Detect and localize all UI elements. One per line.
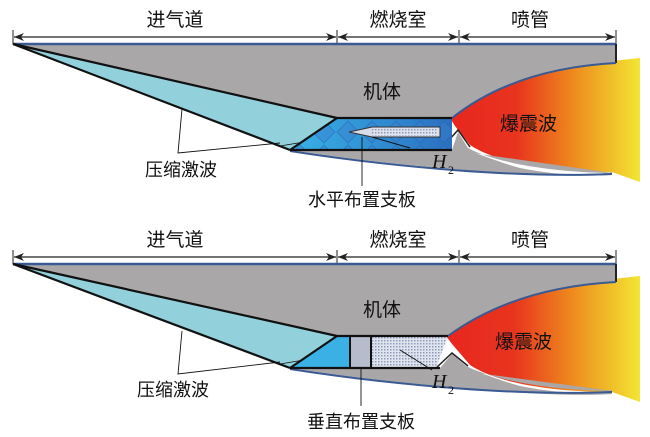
shock-label: 压缩激波 <box>145 160 217 181</box>
nozzle-upper-contour <box>451 62 617 119</box>
cowl-lower-contour <box>289 368 613 394</box>
fuel-injector-ramp <box>440 354 612 391</box>
oblique-shock-line <box>12 262 291 370</box>
diagram-horizontal-strut: 进气道 燃烧室 喷管 机体 爆震波 H 2 <box>12 9 640 211</box>
shock-label: 压缩激波 <box>137 380 209 401</box>
section-label-nozzle: 喷管 <box>511 229 549 251</box>
section-label-combustor: 燃烧室 <box>369 229 426 251</box>
cowl-lip-shock <box>289 117 338 151</box>
section-label-inlet: 进气道 <box>146 229 203 251</box>
nozzle-upper-contour <box>447 281 617 337</box>
dimension-lines <box>12 250 617 264</box>
section-label-combustor: 燃烧室 <box>369 9 426 31</box>
dimension-lines <box>12 30 617 44</box>
shock-leader-line <box>177 108 281 154</box>
strut-label: 垂直布置支板 <box>307 412 415 433</box>
diagram-vertical-strut: 进气道 燃烧室 喷管 机体 爆震波 H 2 压缩激波 垂直布置支板 <box>12 229 640 433</box>
cowl-lower <box>290 149 612 176</box>
strut-label: 水平布置支板 <box>308 190 416 211</box>
shock-leader-line <box>177 330 281 375</box>
airframe-body <box>13 44 616 138</box>
fuel-jet-spray <box>372 128 438 136</box>
fuel-label-h2: H <box>431 371 448 393</box>
compression-shock-region <box>13 264 337 368</box>
combustor-inlet-region <box>290 336 350 368</box>
compression-shock-region <box>13 44 337 150</box>
fuel-label-subscript: 2 <box>448 163 454 177</box>
fuel-pointer-line <box>371 136 411 149</box>
airframe-label: 机体 <box>363 299 401 321</box>
fuel-label-h2: H <box>431 151 448 173</box>
inlet-ramp-line <box>12 42 338 120</box>
cowl-lower <box>290 367 612 395</box>
detonation-label: 爆震波 <box>500 113 557 135</box>
detonation-label: 爆震波 <box>495 331 552 353</box>
fuel-label-subscript: 2 <box>448 383 454 397</box>
oblique-shock-line <box>12 42 291 152</box>
cowl-lower-contour <box>289 150 613 176</box>
cowl-lip-shock <box>289 335 338 369</box>
fuel-injector-ramp <box>452 132 612 173</box>
airframe-label: 机体 <box>363 81 401 103</box>
vertical-strut <box>350 336 371 368</box>
inlet-ramp-line <box>12 262 338 338</box>
ramp-edge <box>435 352 469 369</box>
fuel-pointer-line <box>399 349 433 371</box>
section-label-inlet: 进气道 <box>146 9 203 31</box>
section-label-nozzle: 喷管 <box>511 9 549 31</box>
airframe-body <box>13 264 616 368</box>
fuel-mixing-region <box>371 336 448 368</box>
